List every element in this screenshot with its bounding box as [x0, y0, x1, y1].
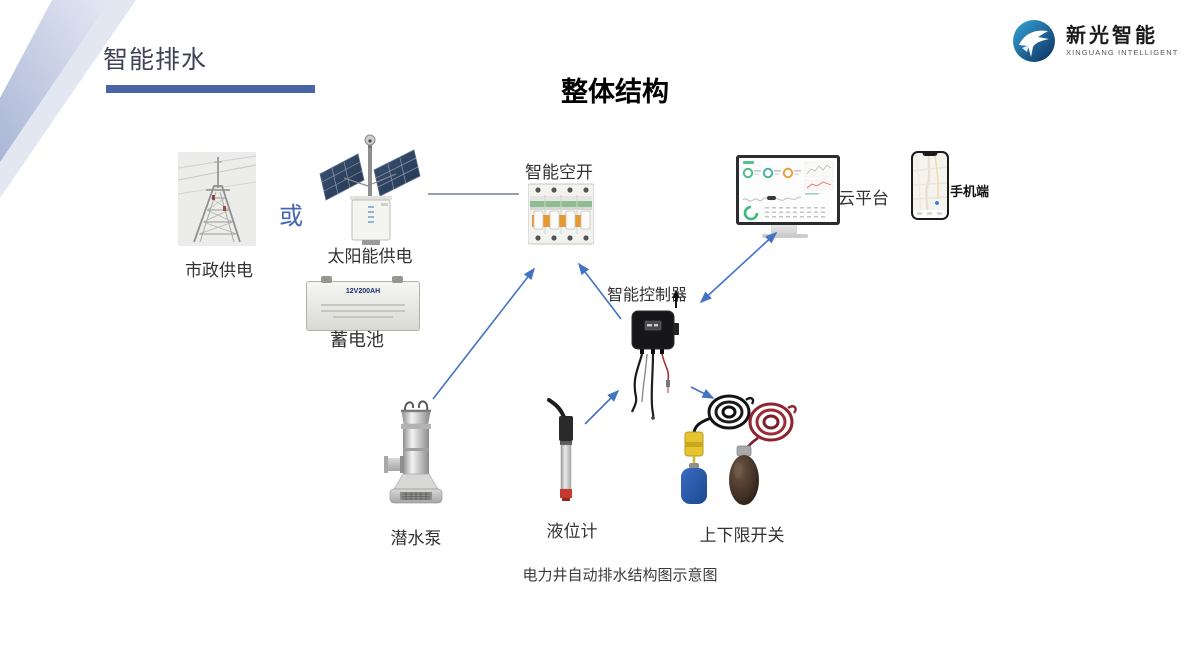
phone-notch — [922, 153, 938, 156]
mobile-phone — [911, 151, 949, 220]
battery-print-line — [333, 316, 393, 318]
monitor-stand-base — [762, 234, 808, 238]
solar-power-photo — [319, 134, 421, 245]
cloud-platform-label: 云平台 — [838, 189, 889, 208]
battery-photo: 12V200AH — [306, 276, 420, 331]
diagram-caption: 电力井自动排水结构图示意图 — [522, 567, 718, 584]
dashboard-screen — [739, 158, 837, 222]
or-label: 或 — [279, 203, 303, 230]
cloud-platform-monitor — [736, 155, 840, 225]
municipal-power-photo — [178, 152, 256, 246]
battery-terminal — [321, 276, 332, 283]
battery-capacity-text: 12V200AH — [345, 288, 381, 295]
limit-switch-photo — [681, 394, 797, 505]
submersible-pump-photo — [384, 400, 443, 504]
logo-subtitle: XINGUANG INTELLIGENT — [1066, 48, 1179, 57]
municipal-power-label: 市政供电 — [185, 261, 253, 280]
battery-terminal — [392, 276, 403, 283]
battery-print-line — [321, 304, 405, 306]
slide-header-title: 智能排水 — [103, 46, 208, 74]
smart-controller-photo — [630, 310, 679, 420]
level-gauge-photo — [547, 398, 573, 501]
logo-bird-icon — [1013, 20, 1055, 62]
mobile-app-label: 手机端 — [950, 184, 990, 199]
submersible-pump-label: 潜水泵 — [390, 529, 442, 548]
header-accent-bar — [106, 85, 315, 93]
battery-label: 蓄电池 — [330, 330, 384, 350]
smart-controller-label: 智能控制器 — [606, 287, 687, 304]
company-logo: 新光智能 XINGUANG INTELLIGENT — [1012, 16, 1192, 66]
limit-switch-label: 上下限开关 — [699, 526, 785, 545]
corner-ribbon-decoration — [0, 0, 136, 198]
arrow-pump-to-breaker — [432, 267, 535, 400]
logo-name: 新光智能 — [1066, 25, 1158, 47]
phone-map-screen — [913, 153, 947, 218]
page-title: 整体结构 — [561, 77, 669, 107]
level-gauge-label: 液位计 — [546, 522, 598, 541]
arrow-controller-cloud-bidirectional — [699, 231, 778, 304]
battery-print-line — [321, 310, 405, 312]
smart-breaker-label: 智能空开 — [525, 163, 593, 182]
solar-power-label: 太阳能供电 — [327, 247, 413, 266]
smart-breaker-photo — [528, 183, 594, 245]
arrow-levelgauge-to-controller — [584, 389, 620, 425]
monitor-stand-neck — [771, 225, 797, 235]
